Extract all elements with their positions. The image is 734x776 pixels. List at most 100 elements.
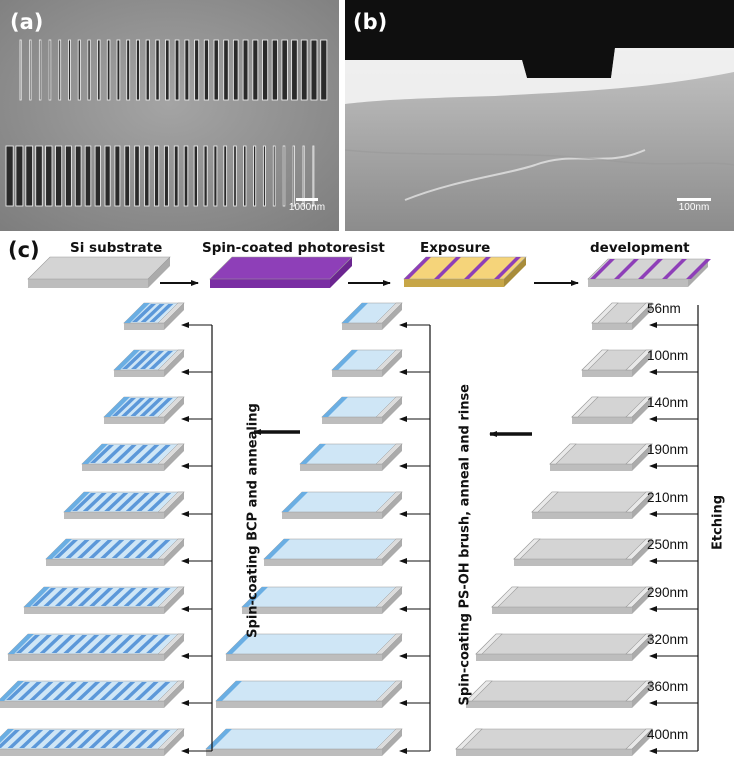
- slab-side: [164, 681, 184, 708]
- bcp-cylinder: [87, 682, 112, 700]
- bcp-cylinder: [115, 493, 139, 511]
- bcp-cylinder: [149, 351, 173, 369]
- bcp-wall-right: [157, 586, 185, 608]
- trench-depth-label: 210nm: [647, 490, 689, 505]
- bcp-cylinder: [88, 730, 113, 748]
- developed-line: [638, 259, 663, 279]
- sem-a-slot: [38, 39, 42, 101]
- trench-wall-left: [571, 396, 599, 418]
- sem-a-slot: [5, 145, 14, 207]
- sem-a-slot: [144, 145, 150, 207]
- trench-wall-left: [581, 349, 609, 371]
- brush-wall-left: [300, 444, 326, 464]
- slab-side: [382, 397, 402, 424]
- bcp-cylinder: [53, 730, 78, 748]
- bcp-cylinder: [139, 398, 164, 416]
- bcp-cylinder: [77, 730, 101, 748]
- exposure-block: [403, 256, 527, 287]
- bcp-cylinder: [146, 540, 171, 558]
- trench-wall-right: [625, 728, 653, 750]
- sem-a-slot: [19, 39, 22, 101]
- bcp-cylinder: [98, 635, 123, 653]
- slab-side: [164, 729, 184, 756]
- bcp-cylinder: [136, 493, 161, 511]
- slab-front: [322, 417, 382, 424]
- bcp-wall-left: [124, 303, 150, 323]
- slab-front: [114, 370, 164, 377]
- slab-side: [164, 587, 184, 614]
- sem-a-slot: [116, 39, 121, 101]
- slab-front: [226, 654, 382, 661]
- slab-front: [124, 323, 164, 330]
- sem-a-slot: [282, 145, 286, 207]
- panel-b-label: (b): [353, 10, 388, 34]
- brush-wall-right: [375, 396, 403, 418]
- bcp-cylinder: [140, 351, 164, 369]
- bcp-cylinder: [104, 493, 129, 511]
- slab-front: [550, 464, 632, 471]
- developed-line: [662, 259, 687, 279]
- trench-wall-right: [625, 491, 653, 513]
- bcp-cylinder: [134, 635, 159, 653]
- bcp-trench: [123, 302, 185, 330]
- slab-front: [332, 370, 382, 377]
- bcp-cylinder: [29, 682, 54, 700]
- bcp-cylinder: [112, 445, 137, 463]
- bcp-cylinder: [135, 445, 160, 463]
- bcp-cylinder: [112, 398, 136, 416]
- sem-a-slot: [300, 39, 308, 101]
- bcp-cylinder: [16, 635, 40, 653]
- bcp-cylinder: [54, 588, 79, 606]
- brush-wall-right: [375, 302, 403, 324]
- sem-panel-b: (b) 100nm: [345, 0, 734, 231]
- slab-side: [164, 492, 184, 519]
- scale-bar-a: 1000nm: [287, 198, 327, 213]
- sem-a-slot: [77, 39, 81, 101]
- bcp-cylinder: [111, 730, 136, 748]
- brush-trench: [205, 728, 403, 756]
- slab-front: [572, 417, 632, 424]
- bcp-cylinder: [122, 682, 147, 700]
- bcp-wall-right: [157, 443, 185, 465]
- sem-a-slot: [184, 39, 190, 101]
- bcp-cylinder: [124, 445, 148, 463]
- bcp-wall-left: [114, 350, 140, 370]
- sem-a-slot: [58, 39, 62, 101]
- bcp-wall-left: [104, 397, 130, 417]
- sem-a-slot: [48, 39, 52, 101]
- brush-wall-right: [375, 538, 403, 560]
- bcp-cylinder: [63, 635, 88, 653]
- etched-trench: [455, 728, 653, 756]
- slab-front: [64, 512, 164, 519]
- bcp-cylinder: [72, 493, 96, 511]
- slab-front: [456, 749, 632, 756]
- bcp-trench: [113, 349, 185, 377]
- developed-line: [686, 259, 711, 279]
- brush-trench: [281, 491, 403, 519]
- exposure-stripe: [404, 257, 431, 279]
- sem-a-slot: [302, 145, 305, 207]
- bcp-cylinder: [131, 351, 155, 369]
- slab-front: [582, 370, 632, 377]
- sem-a-slot: [203, 39, 209, 101]
- exposure-stripe: [434, 257, 461, 279]
- trench-wall-left: [531, 491, 559, 513]
- sem-a-slot: [232, 39, 239, 101]
- sem-a-slot: [223, 145, 228, 207]
- bcp-cylinder: [32, 588, 56, 606]
- sem-a-slot: [68, 39, 71, 101]
- slab-side: [632, 397, 652, 424]
- bcp-cylinder: [101, 445, 126, 463]
- brush-trench: [331, 349, 403, 377]
- etched-trench: [465, 680, 653, 708]
- step-development: development: [590, 240, 690, 256]
- sem-a-slot: [64, 145, 72, 207]
- brush-wall-right: [375, 633, 403, 655]
- sem-a-slot: [291, 39, 298, 101]
- bcp-cylinder: [134, 682, 159, 700]
- bcp-cylinder: [76, 682, 101, 700]
- slab-front: [492, 607, 632, 614]
- bcp-cylinder: [42, 730, 67, 748]
- sem-a-slot: [173, 145, 179, 207]
- bcp-cylinder: [100, 588, 125, 606]
